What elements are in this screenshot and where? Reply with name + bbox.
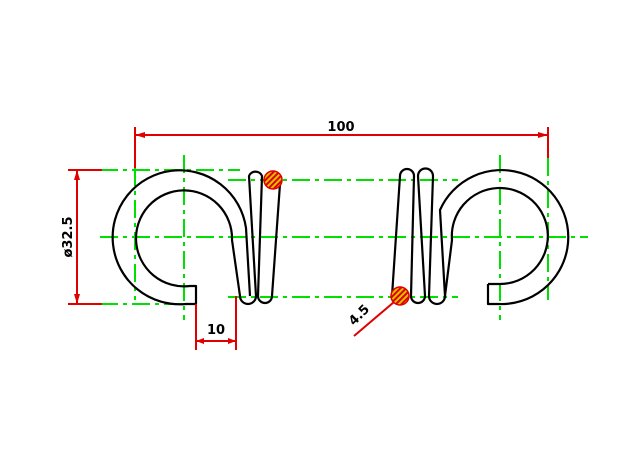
right-hook-inner bbox=[443, 186, 549, 297]
dimension-hook-gap: 10 bbox=[195, 296, 237, 350]
dimension-overall-length: 100 bbox=[134, 120, 549, 168]
left-hook-outer bbox=[111, 169, 252, 306]
left-hook bbox=[134, 170, 282, 306]
overall-length-label: 100 bbox=[327, 120, 354, 135]
centerlines bbox=[100, 155, 588, 320]
wire-diameter-label: 4.5 bbox=[346, 302, 373, 329]
right-hook bbox=[390, 167, 570, 306]
hook-gap-label: 10 bbox=[207, 323, 225, 338]
wire-section-bottom bbox=[390, 286, 410, 306]
spring-outline bbox=[111, 167, 570, 306]
dimension-hook-diameter: ø32.5 bbox=[61, 169, 102, 305]
dimension-wire-diameter: 4.5 bbox=[346, 301, 395, 337]
wire-section-top bbox=[263, 170, 283, 190]
hook-diameter-label: ø32.5 bbox=[61, 216, 76, 257]
